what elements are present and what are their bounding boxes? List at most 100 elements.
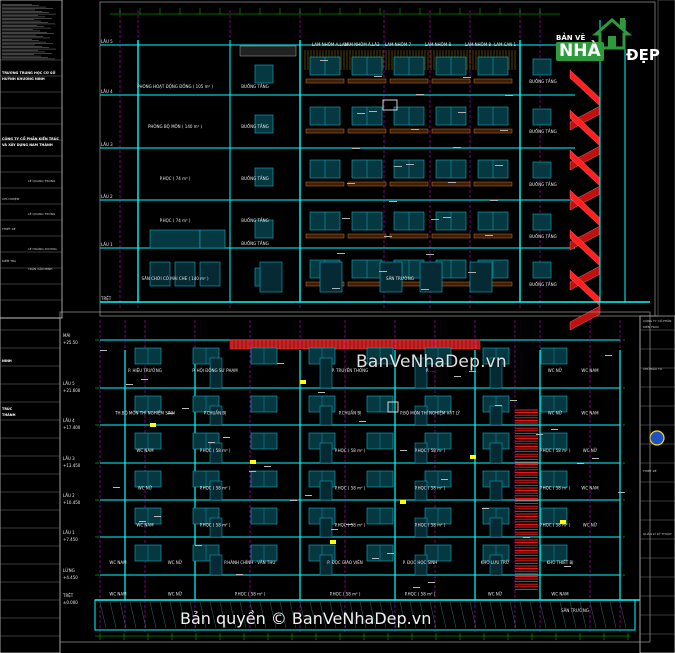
titleblock-fine-text xyxy=(2,12,49,13)
foundation-hatch xyxy=(249,601,257,629)
room-label: P.HỌC ( 58 m² ) xyxy=(415,523,446,528)
room-label: BUỒNG TẦNG xyxy=(241,84,268,89)
section-door xyxy=(414,480,428,501)
foundation-hatch xyxy=(359,601,367,629)
foundation-hatch xyxy=(479,601,487,629)
top-label: LAM NHÔM A.LAM xyxy=(312,42,349,47)
annotation-mark xyxy=(332,288,340,289)
annotation-mark xyxy=(305,495,312,496)
foundation-hatch xyxy=(529,601,537,629)
upper-sheet-frame xyxy=(99,1,656,317)
entrance-door xyxy=(419,261,443,293)
room-label: WC NAM xyxy=(109,560,127,565)
titleblock-role: KIỂM TRA xyxy=(2,258,17,263)
foundation-hatch xyxy=(159,601,167,629)
foundation-hatch xyxy=(299,601,307,629)
annotation-mark xyxy=(374,76,382,77)
left-titleblock-frame-2 xyxy=(0,317,61,653)
balcony-rail xyxy=(389,233,429,239)
room-label: P.HỌC ( 58 m² ) xyxy=(415,486,446,491)
level-label: LỬNG xyxy=(63,568,75,573)
annotation-mark xyxy=(448,182,456,183)
titleblock-fine-text xyxy=(2,34,36,36)
balcony-rail xyxy=(305,78,345,84)
foundation-hatch xyxy=(369,601,377,629)
annotation-mark xyxy=(113,487,120,488)
room-label: WC NỮ xyxy=(168,592,183,597)
foundation-hatch xyxy=(129,601,137,629)
titleblock-fine-text xyxy=(2,47,49,48)
titleblock-fine-text xyxy=(2,9,35,11)
tag-marker xyxy=(560,520,566,524)
right-titleblock-frame xyxy=(639,315,675,653)
annotation-mark xyxy=(523,537,530,538)
annotation-mark xyxy=(141,379,148,380)
foundation-hatch xyxy=(229,601,237,629)
room-label: P.HÀNH CHÍNH - VĂN THƯ xyxy=(224,560,276,565)
section-door xyxy=(319,357,333,389)
section-door xyxy=(209,554,223,576)
door-frame xyxy=(199,261,221,287)
room-label: BUỒNG TẦNG xyxy=(241,241,268,246)
titleblock-company: CÔNG TY CỔ PHẦN xyxy=(643,318,671,323)
foundation-hatch xyxy=(579,601,587,629)
foundation-hatch xyxy=(339,601,347,629)
entrance-door xyxy=(379,261,403,293)
annotation-mark xyxy=(126,384,133,385)
room-label: P.CHUẨN BỊ xyxy=(339,411,362,416)
annotation-mark xyxy=(421,289,429,290)
annotation-mark xyxy=(357,113,365,114)
room-label: P.HỌC ( 58 m² ) xyxy=(335,448,366,453)
section-door xyxy=(489,554,503,576)
room-label: P.HỌC ( 58 m² ) xyxy=(235,592,266,597)
balcony-rail xyxy=(305,233,345,239)
titleblock-fine-text xyxy=(2,46,42,47)
titleblock-role: QUẢN LÝ KỸ THUẬT xyxy=(643,531,672,536)
titleblock-fine-text xyxy=(2,26,44,27)
room-label: P. ĐỌC GIÁO VIÊN xyxy=(327,560,362,565)
titleblock-fine-text xyxy=(2,19,34,20)
foundation-hatch xyxy=(399,601,407,629)
entrance-door xyxy=(259,261,283,293)
annotation-mark xyxy=(469,371,476,372)
annotation-mark xyxy=(416,94,424,95)
room-label: P. HIỆU TRƯỞNG xyxy=(128,368,162,373)
room-label-right: BUỒNG TẦNG xyxy=(529,129,556,134)
room-label: P.HỌC ( 58 m² ) xyxy=(540,523,571,528)
annotation-mark xyxy=(426,254,434,255)
annotation-mark xyxy=(495,165,503,166)
balcony-rail xyxy=(431,78,471,84)
tag-marker xyxy=(470,455,476,459)
foundation-hatch xyxy=(449,601,457,629)
annotation-mark xyxy=(389,201,397,202)
balcony-rail xyxy=(347,128,387,134)
cad-cursor-icon xyxy=(387,401,399,413)
room-label: P. HỘI ĐỒNG SƯ PHẠM xyxy=(192,368,238,373)
titleblock-fine-text xyxy=(2,53,52,54)
room-label-right: BUỒNG TẦNG xyxy=(529,282,556,287)
annotation-mark xyxy=(443,217,451,218)
titleblock-fine-text xyxy=(2,58,55,60)
room-label: P.CHUẨN BỊ xyxy=(204,411,227,416)
brand-logo: BẢN VẼ NHÀ ĐẸP xyxy=(548,12,666,64)
section-door xyxy=(489,442,503,464)
annotation-mark xyxy=(431,219,439,220)
copyright-text: Bản quyền © BanVeNhaDep.vn xyxy=(180,609,432,628)
room-label: P.BỘ MÔN THÍ NGHIỆM VẬT LÝ xyxy=(400,411,460,416)
titleblock-fine-text xyxy=(2,15,38,16)
balcony-rail xyxy=(305,128,345,134)
room-label: P.HỌC ( 74 m² ) xyxy=(160,218,191,223)
titleblock-fine-text xyxy=(2,30,40,32)
titleblock-fine-text xyxy=(2,54,34,55)
annotation-mark xyxy=(318,392,325,393)
balcony-rail xyxy=(305,181,345,187)
annotation-mark xyxy=(428,582,435,583)
titleblock-fine-text xyxy=(2,6,46,8)
annotation-mark xyxy=(564,566,571,567)
room-label: WC NỮ xyxy=(548,368,563,373)
stair-flight xyxy=(569,69,601,107)
titleblock-company-name: VÀ XÂY DỰNG NAM THÀNH xyxy=(2,142,53,147)
annotation-mark xyxy=(495,405,502,406)
annotation-mark xyxy=(510,400,517,401)
